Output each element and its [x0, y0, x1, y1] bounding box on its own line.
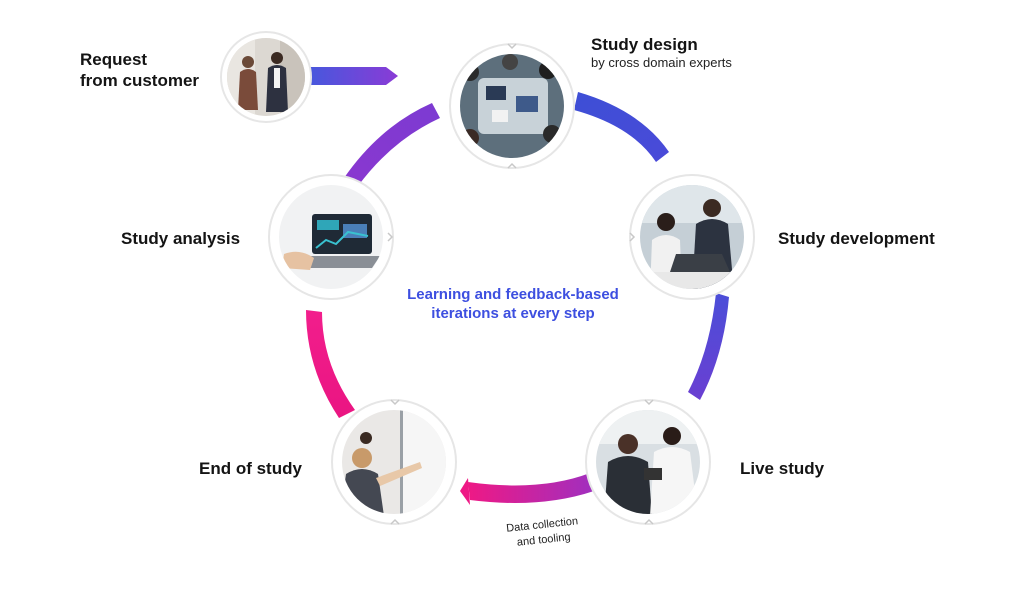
arrow-analysis-to-design [344, 103, 440, 186]
step-photo-request [220, 31, 312, 123]
step-photo-live [585, 399, 711, 525]
step-photo-development [629, 174, 755, 300]
step-subtitle-design: by cross domain experts [591, 55, 732, 70]
step-label-development: Study development [778, 229, 935, 248]
step-photo-end [331, 399, 457, 525]
arrow-development-to-live [688, 293, 729, 400]
step-label-design: Study design [591, 35, 698, 54]
step-label-end: End of study [199, 459, 302, 478]
step-label-analysis: Study analysis [121, 229, 241, 248]
circle-edge-marks [387, 43, 654, 525]
arrow-design-to-development [574, 92, 669, 162]
arrow-live-to-end [460, 473, 594, 505]
step-photo-design [449, 43, 575, 169]
step-photo-analysis [268, 174, 394, 300]
step-label-request: Request from customer [80, 50, 200, 90]
arrow-request-to-design [308, 67, 398, 85]
step-label-live: Live study [740, 459, 825, 478]
center-iteration-note: Learning and feedback-based iterations a… [407, 286, 619, 322]
arrow-end-to-analysis [306, 310, 355, 418]
